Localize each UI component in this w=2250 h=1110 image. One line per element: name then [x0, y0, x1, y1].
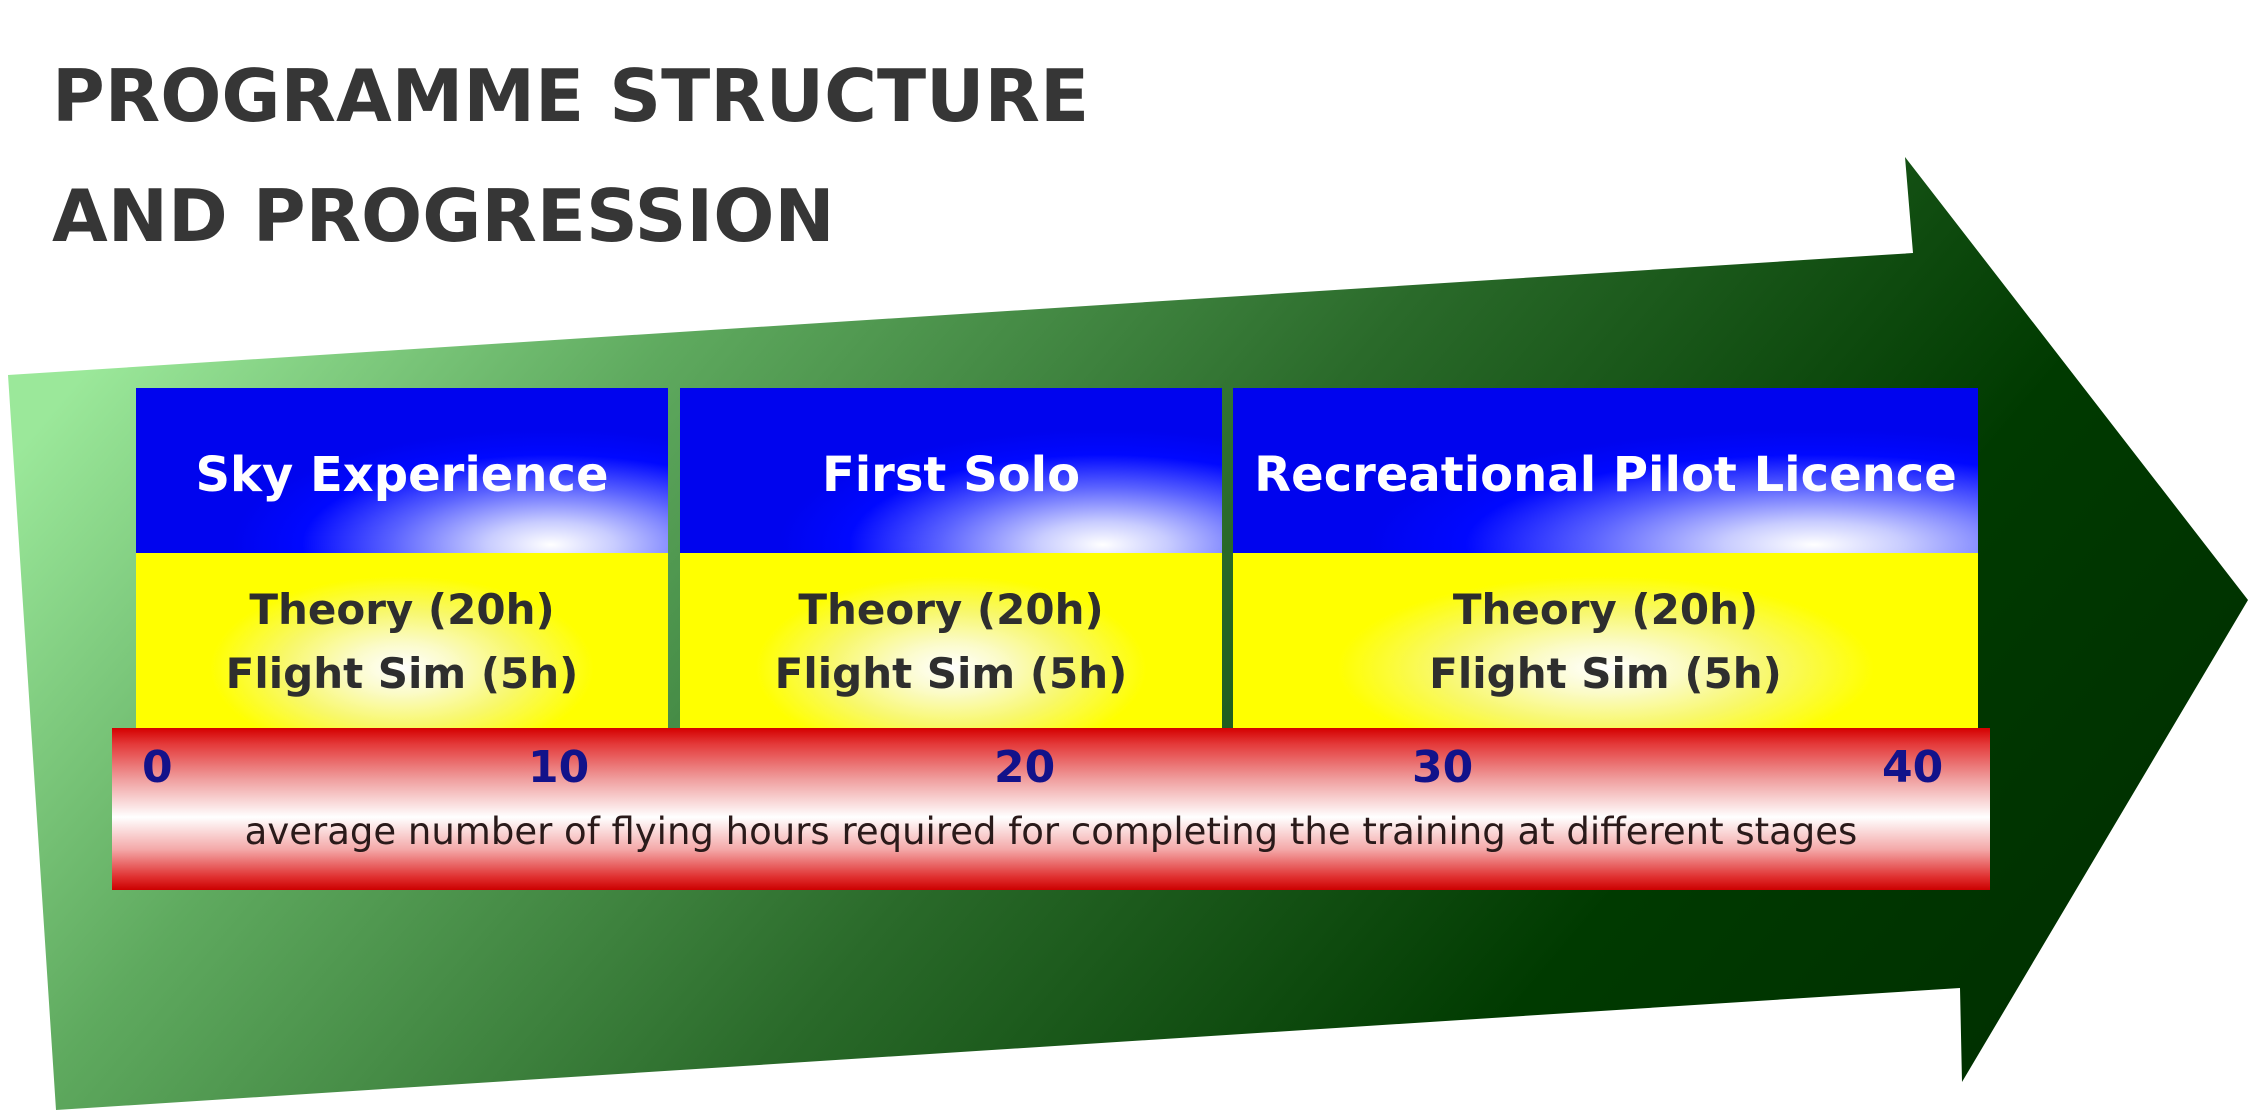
stage-details: Theory (20h) Flight Sim (5h)	[680, 553, 1222, 730]
flying-hours-scale: 0 10 20 30 40 average number of flying h…	[112, 728, 1990, 890]
stage-sim: Flight Sim (5h)	[774, 648, 1128, 698]
tick-label: 40	[1882, 742, 1944, 793]
page-title: PROGRAMME STRUCTURE AND PROGRESSION	[52, 36, 1089, 276]
tick-label: 20	[994, 742, 1056, 793]
stage-name: Sky Experience	[195, 446, 609, 503]
stage-recreational-pilot-licence: Recreational Pilot Licence Theory (20h) …	[1233, 388, 1978, 730]
stage-sim: Flight Sim (5h)	[225, 648, 579, 698]
stage-name: First Solo	[821, 446, 1081, 503]
stage-details: Theory (20h) Flight Sim (5h)	[136, 553, 668, 730]
stage-theory: Theory (20h)	[798, 584, 1104, 634]
stage-details: Theory (20h) Flight Sim (5h)	[1233, 553, 1978, 730]
stage-sky-experience: Sky Experience Theory (20h) Flight Sim (…	[136, 388, 668, 730]
stage-sim: Flight Sim (5h)	[1429, 648, 1782, 698]
stage-first-solo: First Solo Theory (20h) Flight Sim (5h)	[680, 388, 1222, 730]
stage-header: First Solo	[680, 388, 1222, 553]
stage-header: Recreational Pilot Licence	[1233, 388, 1978, 553]
stage-name: Recreational Pilot Licence	[1254, 446, 1957, 503]
title-line-2: AND PROGRESSION	[52, 174, 835, 258]
stage-header: Sky Experience	[136, 388, 668, 553]
tick-label: 0	[142, 742, 173, 793]
tick-label: 30	[1412, 742, 1474, 793]
tick-label: 10	[528, 742, 590, 793]
stage-theory: Theory (20h)	[1452, 584, 1759, 634]
stage-theory: Theory (20h)	[249, 584, 555, 634]
title-line-1: PROGRAMME STRUCTURE	[52, 54, 1090, 138]
scale-caption: average number of flying hours required …	[244, 810, 1858, 853]
